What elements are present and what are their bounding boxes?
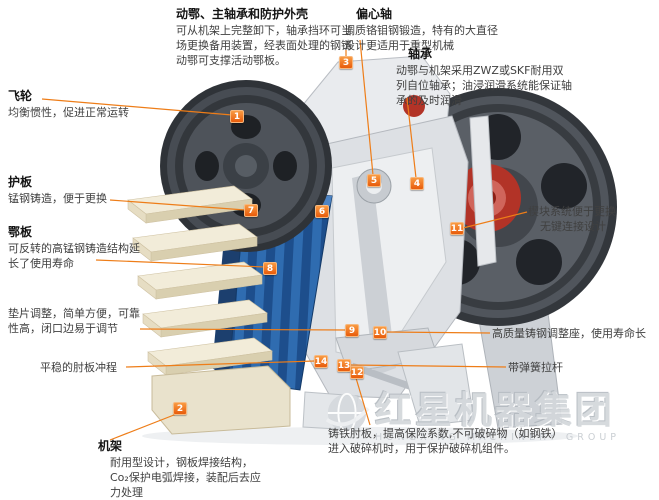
part-badge-11: 11 — [450, 222, 464, 235]
part-badge-14: 14 — [314, 355, 328, 368]
part-badge-10: 10 — [373, 326, 387, 339]
part-badge-5: 5 — [367, 174, 381, 187]
callout-adjust-seat: 高质量铸钢调整座，使用寿命长 — [492, 326, 657, 341]
callout-toggle-stroke-body: 平稳的肘板冲程 — [40, 361, 117, 374]
callout-frame: 机架 耐用型设计，钢板焊接结构，Co₂保护电弧焊接，装配后去应力处理 — [98, 438, 263, 500]
part-badge-7: 7 — [244, 204, 258, 217]
callout-toggle-plate-body: 铸铁肘板，提高保险系数,不可破碎物（如钢铁）进入破碎机时，用于保护破碎机组件。 — [328, 427, 563, 455]
part-badge-9: 9 — [345, 324, 359, 337]
callout-toggle-plate: 铸铁肘板，提高保险系数,不可破碎物（如钢铁）进入破碎机时，用于保护破碎机组件。 — [328, 426, 563, 456]
callout-shim-adjust-body: 垫片调整，简单方便，可靠性高，闭口边易于调节 — [8, 307, 140, 335]
callout-toggle-stroke: 平稳的肘板冲程 — [40, 360, 190, 375]
callout-bearing-body: 动鄂与机架采用ZWZ或SKF耐用双列自位轴承；油浸润滑系统能保证轴承的及时润滑 — [396, 64, 572, 107]
watermark-en: HONGXING MACHINERY GROUP — [375, 432, 621, 443]
callout-frame-title: 机架 — [98, 439, 123, 453]
part-badge-1: 1 — [230, 110, 244, 123]
callout-guard-plate-title: 护板 — [8, 175, 33, 189]
callout-flywheel-body: 均衡惯性，促进正常运转 — [8, 106, 129, 119]
left-flywheel — [160, 80, 332, 252]
callout-frame-body: 耐用型设计，钢板焊接结构，Co₂保护电弧焊接，装配后去应力处理 — [110, 456, 261, 499]
callout-spring-rod: 带弹簧拉杆 — [508, 360, 628, 375]
callout-adjust-seat-body: 高质量铸钢调整座，使用寿命长 — [492, 327, 646, 340]
callout-moving-jaw-body: 可从机架上完整卸下，轴承挡环可当场更换备用装置，经表面处理的钢铸动鄂可支撑活动鄂… — [176, 24, 352, 67]
part-badge-2: 2 — [173, 402, 187, 415]
watermark-cn: 红星机器集团 — [375, 389, 615, 432]
callout-wedge: 楔块系统便于更换 无键连接设计 — [528, 204, 656, 234]
part-badge-6: 6 — [315, 205, 329, 218]
part-badge-8: 8 — [263, 262, 277, 275]
callout-eccentric-shaft-title: 偏心轴 — [356, 7, 393, 21]
part-badge-3: 3 — [339, 56, 353, 69]
part-badge-12: 12 — [350, 366, 364, 379]
callout-wedge-line1: 楔块系统便于更换 — [528, 205, 616, 218]
callout-moving-jaw-title: 动鄂、主轴承和防护外壳 — [176, 7, 309, 21]
callout-flywheel-title: 飞轮 — [8, 89, 33, 103]
callout-spring-rod-body: 带弹簧拉杆 — [508, 361, 563, 374]
callout-jaw-plate: 鄂板 可反转的高锰钢铸造结构延长了使用寿命 — [8, 224, 148, 271]
callout-jaw-plate-body: 可反转的高锰钢铸造结构延长了使用寿命 — [8, 242, 140, 270]
callout-shim-adjust: 垫片调整，简单方便，可靠性高，闭口边易于调节 — [8, 306, 143, 336]
part-badge-13: 13 — [337, 359, 351, 372]
callout-moving-jaw: 动鄂、主轴承和防护外壳 可从机架上完整卸下，轴承挡环可当场更换备用装置，经表面处… — [176, 6, 360, 68]
callout-bearing-title: 轴承 — [408, 47, 433, 61]
floor-shadow — [142, 427, 578, 445]
callout-flywheel: 飞轮 均衡惯性，促进正常运转 — [8, 88, 158, 120]
callout-guard-plate: 护板 锰钢铸造，便于更换 — [8, 174, 148, 206]
machine-body — [293, 55, 497, 399]
callout-guard-plate-body: 锰钢铸造，便于更换 — [8, 192, 107, 205]
part-badge-4: 4 — [410, 177, 424, 190]
callout-bearing: 轴承 动鄂与机架采用ZWZ或SKF耐用双列自位轴承；油浸润滑系统能保证轴承的及时… — [396, 46, 574, 108]
callout-wedge-line2: 无键连接设计 — [540, 220, 606, 233]
callout-jaw-plate-title: 鄂板 — [8, 225, 33, 239]
